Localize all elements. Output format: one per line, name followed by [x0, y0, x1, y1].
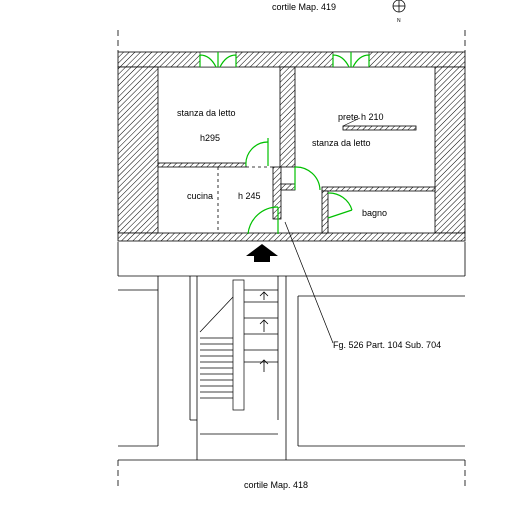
- boundary-lines: [117, 30, 466, 490]
- bedroom-right-label: stanza da letto: [312, 138, 371, 148]
- bottom-courtyard-label: cortile Map. 418: [244, 480, 308, 490]
- cadastral-reference: Fg. 526 Part. 104 Sub. 704: [333, 340, 441, 350]
- top-courtyard-label: cortile Map. 419: [272, 2, 336, 12]
- interior-doors: [245, 138, 353, 235]
- partition-note-leader: [342, 117, 361, 127]
- kitchen-label: cucina: [187, 191, 213, 201]
- cadastral-leader: [284, 221, 334, 344]
- north-compass-icon: N: [392, 0, 406, 24]
- entrance-arrow-icon: [246, 244, 278, 262]
- north-marker: N: [397, 18, 401, 24]
- kitchen-height: h 245: [238, 191, 261, 201]
- kitchen-dashed-lines: [217, 166, 329, 233]
- bedroom-left-height: h295: [200, 133, 220, 143]
- top-windows: [199, 51, 370, 68]
- bathroom-label: bagno: [362, 208, 387, 218]
- lower-building: [118, 275, 465, 461]
- partition-note: prete h 210: [338, 112, 384, 122]
- staircase: [199, 279, 278, 411]
- bedroom-left-label: stanza da letto: [177, 108, 236, 118]
- apartment-walls: [117, 51, 466, 242]
- stair-up-arrow-icon: [259, 291, 269, 372]
